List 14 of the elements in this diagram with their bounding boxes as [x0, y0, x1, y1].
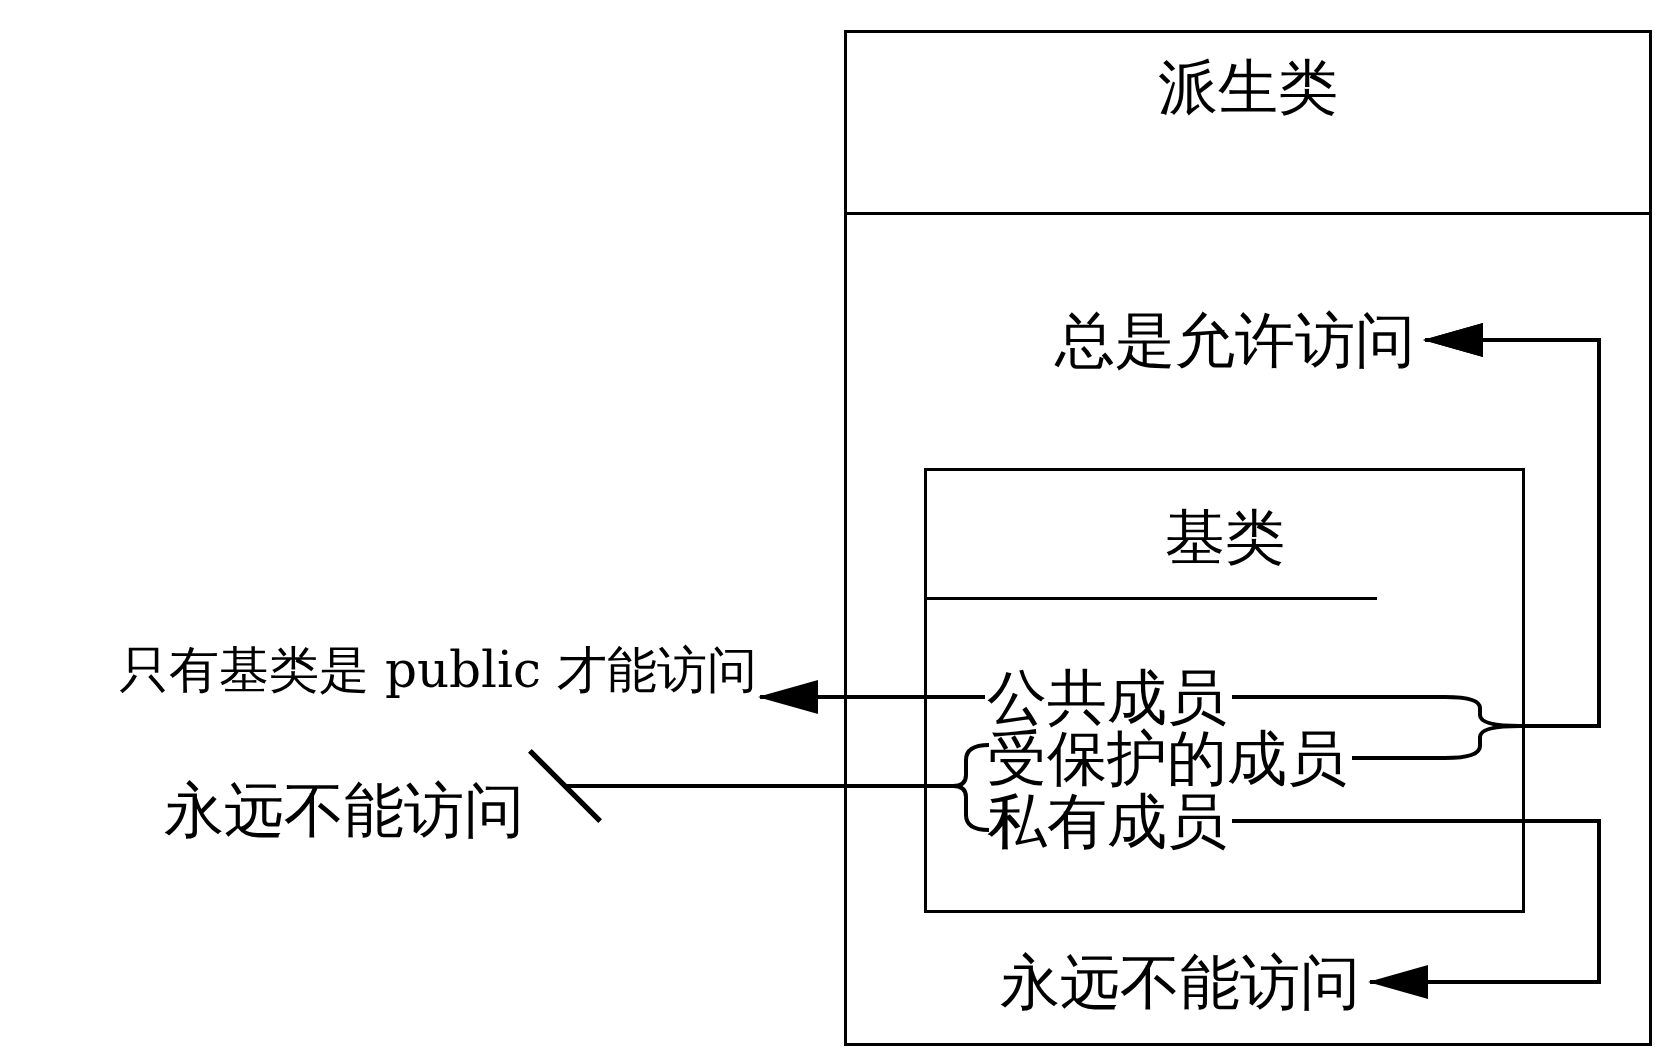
box-heading: 派生类 [1158, 57, 1338, 117]
box-heading: 基类 [1164, 507, 1285, 567]
arrow [1232, 819, 1601, 999]
arrow [1352, 323, 1601, 760]
access-label: 永远不能访问 [1000, 952, 1360, 1012]
member-label: 公共成员 [987, 667, 1227, 727]
member-label: 受保护的成员 [987, 728, 1347, 788]
class-box [844, 30, 1652, 1046]
access-label: 永远不能访问 [164, 780, 524, 840]
arrow [758, 680, 985, 714]
access-label: 只有基类是 public 才能访问 [119, 640, 757, 700]
class-box [924, 468, 1525, 913]
member-label: 私有成员 [987, 791, 1227, 851]
access-label: 总是允许访问 [1055, 310, 1415, 370]
